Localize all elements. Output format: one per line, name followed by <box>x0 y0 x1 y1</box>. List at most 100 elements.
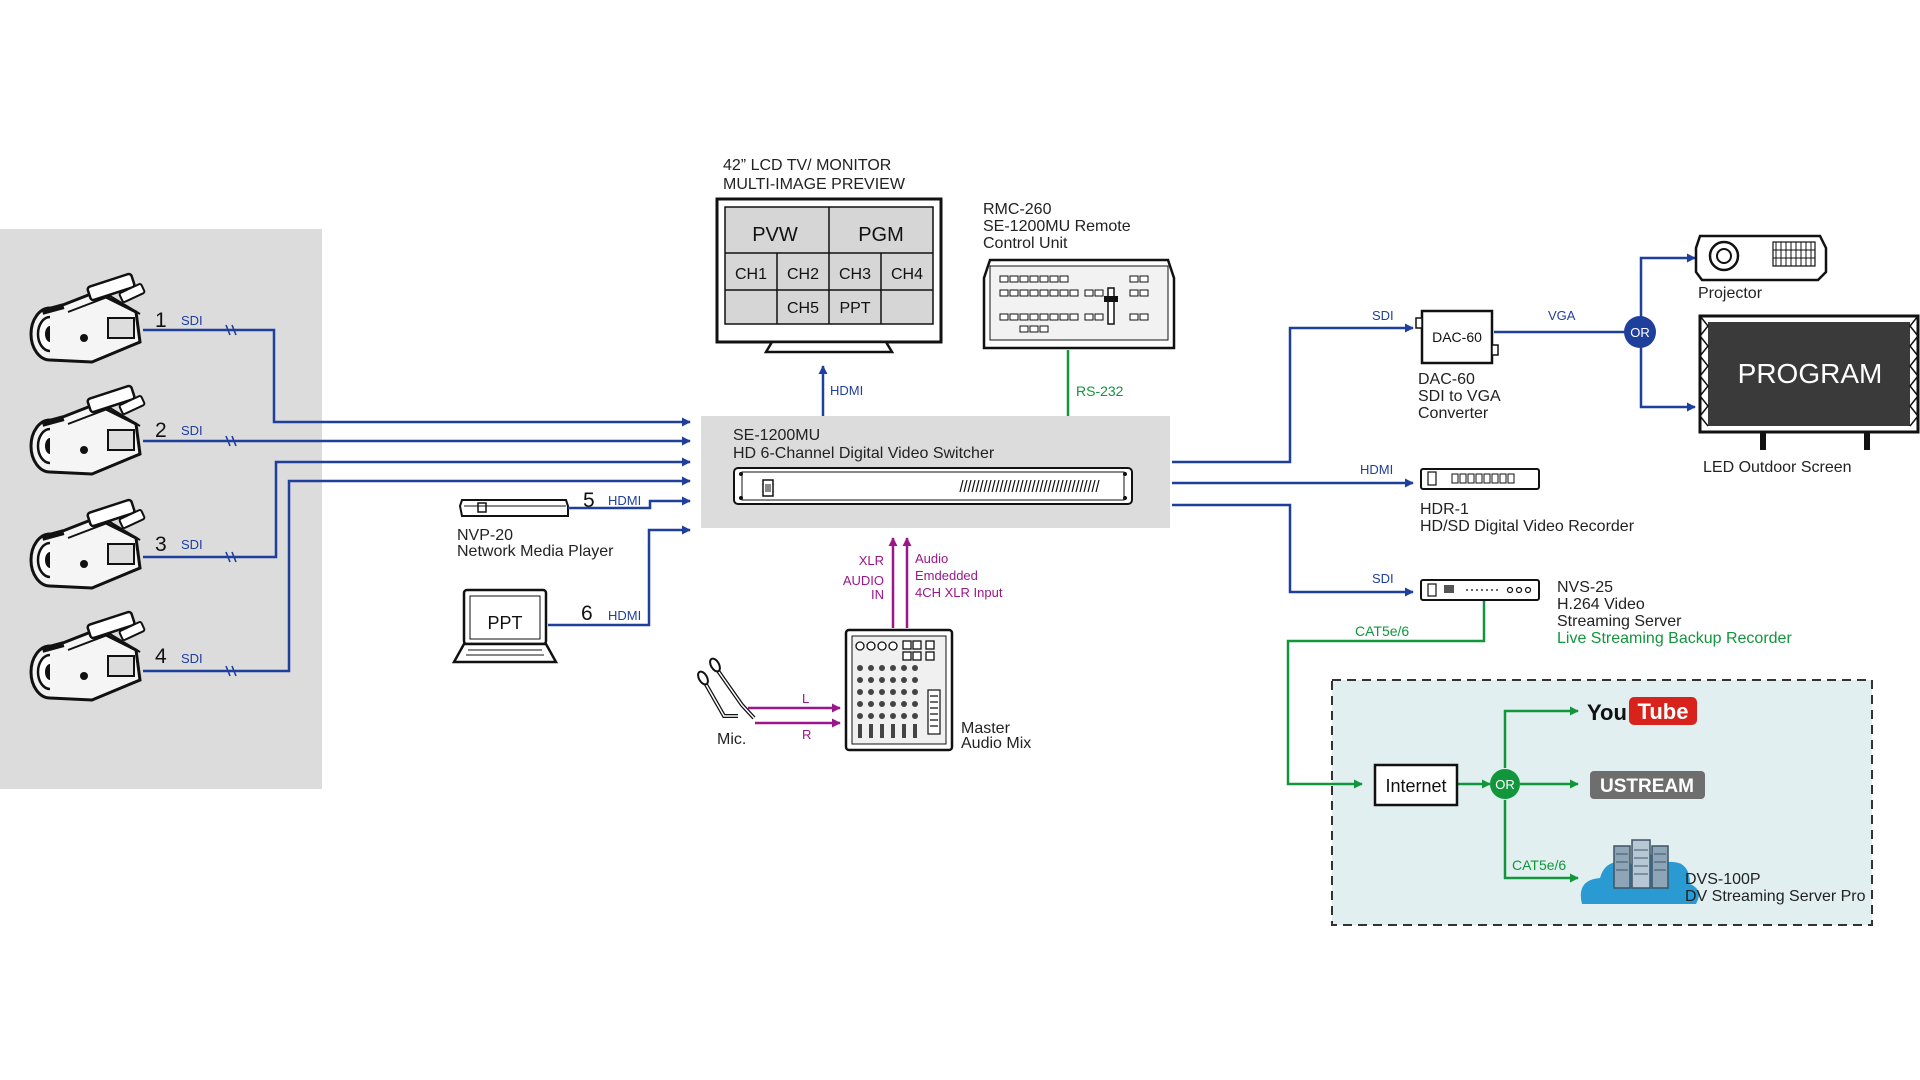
camera-number-4: 4 <box>155 645 167 668</box>
monitor-ch5: CH5 <box>787 300 819 317</box>
internet-network-label: CAT5e/6 <box>1512 857 1566 873</box>
or-to-dvs-line <box>1503 800 1579 883</box>
camera-link-4: SDI <box>181 651 203 666</box>
switcher-model: SE-1200MU <box>733 427 820 444</box>
converter-in-link: SDI <box>1372 308 1394 323</box>
recorder-device-icon <box>1420 468 1540 490</box>
camera-link-1: SDI <box>181 313 203 328</box>
converter-box-icon <box>1415 309 1499 365</box>
led-line <box>1639 346 1696 412</box>
audio-in-label-line2: IN <box>871 587 884 602</box>
converter-box-label: DAC-60 <box>1432 329 1482 345</box>
led-screen-label: PROGRAM <box>1738 358 1883 389</box>
converter-title-line3: Converter <box>1418 405 1489 422</box>
converter-title-line1: DAC-60 <box>1418 371 1475 388</box>
media-player-line <box>568 496 691 510</box>
youtube-you: You <box>1587 700 1627 725</box>
media-player-title: NVP-20 <box>457 527 513 544</box>
streamer-sdi-line <box>1172 503 1414 597</box>
monitor-ch4: CH4 <box>891 266 923 283</box>
led-title: LED Outdoor Screen <box>1703 459 1852 476</box>
audio-in-label-line1: AUDIO <box>843 573 884 588</box>
media-player-icon <box>458 499 569 517</box>
recorder-link: HDMI <box>1360 462 1393 477</box>
camera-3-line <box>143 457 691 559</box>
youtube-tube: Tube <box>1638 699 1689 724</box>
mixer-title-line2: Audio Mix <box>961 735 1031 752</box>
converter-title-line2: SDI to VGA <box>1418 388 1501 405</box>
mixer-title-line1: Master <box>961 720 1011 737</box>
monitor-ch1: CH1 <box>735 266 767 283</box>
monitor-link-label: HDMI <box>830 383 863 398</box>
monitor-icon <box>715 197 943 354</box>
camera-link-2: SDI <box>181 423 203 438</box>
monitor-pvw: PVW <box>752 224 798 246</box>
laptop-screen-label: PPT <box>487 613 522 633</box>
ustream-badge <box>1590 771 1705 799</box>
streamer-network-label: CAT5e/6 <box>1355 623 1409 639</box>
recorder-description: HD/SD Digital Video Recorder <box>1420 518 1635 535</box>
internet-or-label: OR <box>1495 777 1515 792</box>
monitor-ch2: CH2 <box>787 266 819 283</box>
internet-label: Internet <box>1385 776 1446 796</box>
projector-icon <box>1694 234 1828 282</box>
internet-or-badge <box>1490 769 1520 799</box>
audio-mixer-icon <box>844 628 954 752</box>
input-number-6: 6 <box>581 602 593 625</box>
mic-right-label: R <box>802 727 811 742</box>
remote-link-label: RS-232 <box>1076 383 1124 399</box>
streamer-link: SDI <box>1372 571 1394 586</box>
cable-break-marks <box>225 324 237 677</box>
ustream-label: USTREAM <box>1600 776 1694 797</box>
input-number-5: 5 <box>583 489 595 512</box>
dvs-title: DVS-100P <box>1685 871 1761 888</box>
camera-number-3: 3 <box>155 533 167 556</box>
or-to-youtube-line <box>1503 706 1579 768</box>
laptop-line <box>548 525 691 627</box>
audio-embedded-line3: 4CH XLR Input <box>915 585 1003 600</box>
media-player-description: Network Media Player <box>457 543 614 560</box>
cloud-server-icon <box>1580 839 1699 904</box>
laptop-link: HDMI <box>608 608 641 623</box>
remote-title-line2: SE-1200MU Remote <box>983 218 1131 235</box>
streamer-network-line <box>1286 601 1486 789</box>
audio-embedded-line1: Audio <box>915 551 948 566</box>
switcher-description: HD 6-Channel Digital Video Switcher <box>733 445 995 462</box>
led-screen-icon <box>1698 314 1920 450</box>
remote-control-icon <box>982 258 1176 350</box>
internet-box <box>1373 763 1459 807</box>
monitor-title-line1: 42” LCD TV/ MONITOR <box>723 157 891 174</box>
streamer-title-line3: Streaming Server <box>1557 613 1682 630</box>
recorder-title: HDR-1 <box>1420 501 1469 518</box>
streamer-title-line1: NVS-25 <box>1557 579 1613 596</box>
microphone-icon <box>697 657 756 720</box>
remote-title-line3: Control Unit <box>983 235 1068 252</box>
converter-sdi-line <box>1172 323 1414 464</box>
converter-or-badge <box>1624 316 1656 348</box>
streamer-title-line2: H.264 Video <box>1557 596 1645 613</box>
converter-or-label: OR <box>1630 325 1650 340</box>
media-player-link: HDMI <box>608 493 641 508</box>
audio-embedded-line2: Emdedded <box>915 568 978 583</box>
remote-title-line1: RMC-260 <box>983 201 1052 218</box>
youtube-logo: You Tube <box>1587 697 1697 725</box>
microphone-label: Mic. <box>717 731 746 748</box>
monitor-title-line2: MULTI-IMAGE PREVIEW <box>723 176 906 193</box>
streaming-server-icon <box>1420 579 1540 601</box>
monitor-ppt: PPT <box>839 300 870 317</box>
monitor-ch3: CH3 <box>839 266 871 283</box>
laptop-icon <box>451 588 559 664</box>
camera-4-line <box>143 476 691 673</box>
projector-line <box>1639 253 1696 320</box>
converter-out-link: VGA <box>1548 308 1576 323</box>
camera-number-2: 2 <box>155 419 167 442</box>
projector-label: Projector <box>1698 285 1763 302</box>
dvs-description: DV Streaming Server Pro <box>1685 888 1866 905</box>
camera-1-line <box>143 328 691 427</box>
camera-link-3: SDI <box>181 537 203 552</box>
mic-left-label: L <box>802 691 809 706</box>
audio-xlr-label: XLR <box>859 553 884 568</box>
camera-number-1: 1 <box>155 309 167 332</box>
streamer-title-line4: Live Streaming Backup Recorder <box>1557 630 1792 647</box>
